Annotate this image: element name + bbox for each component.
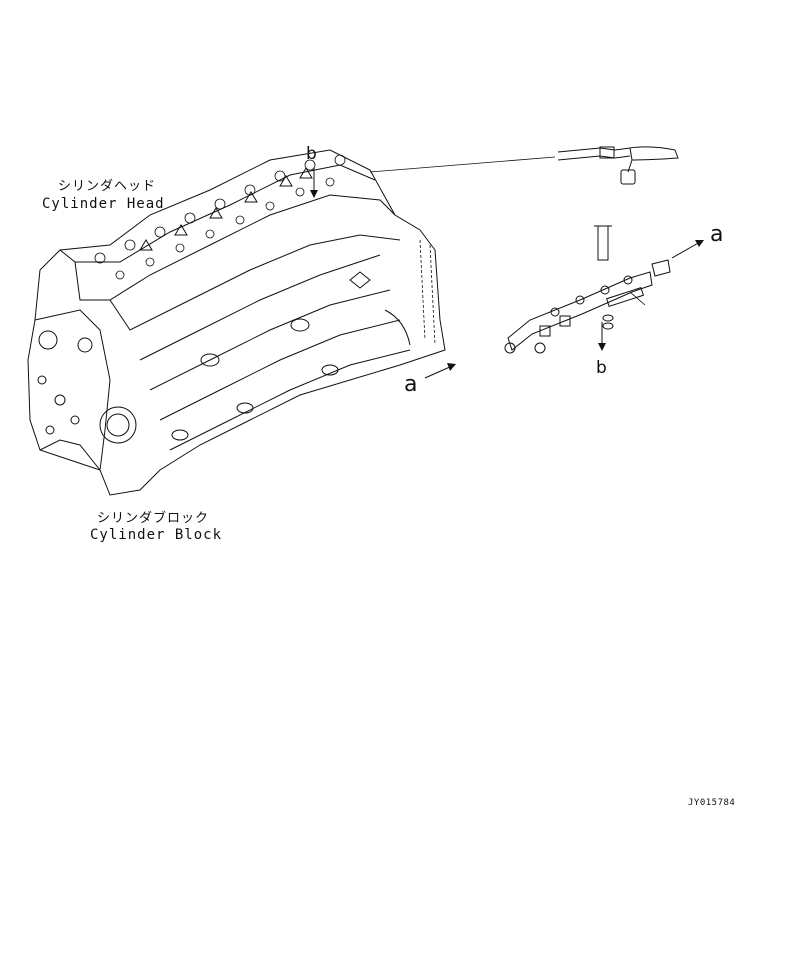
arrow-a-engine — [424, 363, 456, 379]
fuel-rail-detail — [504, 225, 671, 354]
cylinder-head-label-en: Cylinder Head — [42, 196, 165, 212]
cylinder-block-label-en: Cylinder Block — [90, 527, 223, 543]
ref-letter-b-engine: b — [306, 144, 317, 164]
arrow-b-engine — [310, 168, 318, 198]
ref-letter-a-engine: a — [404, 372, 418, 397]
arrow-a-rail — [671, 240, 704, 259]
drawing-id: JY015784 — [688, 798, 736, 808]
cylinder-head-label-jp: シリンダヘッド — [58, 179, 157, 194]
arrow-b-rail — [598, 322, 606, 351]
ref-letter-a-rail: a — [710, 222, 724, 247]
engine-assembly-drawing — [27, 149, 446, 496]
leader-line-head — [369, 156, 556, 173]
cylinder-block-label-jp: シリンダブロック — [97, 511, 210, 526]
ref-letter-b-rail: b — [596, 358, 607, 378]
fuel-pipe-detail — [557, 146, 679, 185]
